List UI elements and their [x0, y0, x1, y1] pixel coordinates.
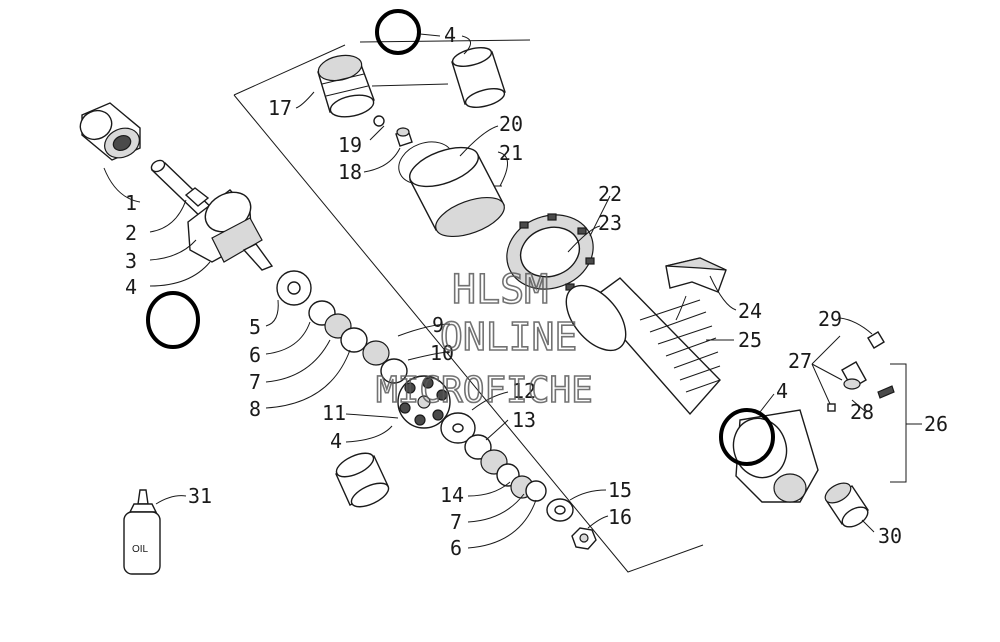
callout-21: 21 [499, 141, 523, 165]
lower-eye-assembly [719, 331, 922, 528]
callout-6-lower: 6 [450, 536, 462, 560]
part-band-4-top [451, 46, 506, 109]
callout-4-top: 4 [444, 23, 456, 47]
part-o-ring-28 [877, 385, 895, 399]
callout-7-upper: 7 [249, 370, 261, 394]
callout-12: 12 [512, 379, 536, 403]
callout-4-left: 4 [125, 275, 137, 299]
callout-29: 29 [818, 307, 842, 331]
part-valve-18 [395, 127, 413, 147]
callout-1: 1 [125, 191, 137, 215]
bracket-26 [890, 363, 907, 483]
callout-labels: 1 2 3 4 5 6 7 8 9 10 11 4 12 13 14 7 6 1… [125, 23, 948, 560]
callout-14: 14 [440, 483, 464, 507]
part-oil-bottle-31: OIL [123, 489, 161, 575]
callout-26: 26 [924, 412, 948, 436]
callout-6-upper: 6 [249, 343, 261, 367]
watermark-line-2: ONLINE [440, 315, 577, 359]
callout-23: 23 [598, 211, 622, 235]
callout-2: 2 [125, 221, 137, 245]
callout-24: 24 [738, 299, 762, 323]
part-washer-12 [440, 412, 476, 444]
part-nut-16 [571, 527, 597, 550]
watermark-line-3: MICROFICHE [376, 370, 593, 411]
shim-group-lower [464, 434, 547, 502]
callout-5: 5 [249, 315, 261, 339]
leader-lines [103, 33, 875, 549]
callout-4-right: 4 [776, 379, 788, 403]
callout-25: 25 [738, 328, 762, 352]
callout-27: 27 [788, 349, 812, 373]
reservoir-cap-assembly [317, 9, 506, 238]
watermark: HLSM ONLINE MICROFICHE [375, 266, 593, 412]
callout-30: 30 [878, 524, 902, 548]
callout-7-lower: 7 [450, 510, 462, 534]
watermark-line-1: HLSM [452, 267, 548, 313]
oil-label: OIL [132, 544, 149, 555]
part-eye-3 [187, 189, 274, 271]
part-piston-11 [397, 375, 451, 429]
callout-28: 28 [850, 400, 874, 424]
callout-15: 15 [608, 478, 632, 502]
callout-4-mid: 4 [330, 429, 342, 453]
callout-17: 17 [268, 96, 292, 120]
callout-13: 13 [512, 408, 536, 432]
callout-8: 8 [249, 397, 261, 421]
part-cover-24 [665, 257, 727, 293]
shaft-assembly [79, 102, 274, 349]
callout-16: 16 [608, 505, 632, 529]
part-o-ring-4-top [375, 9, 421, 55]
part-valve-27 [841, 361, 867, 390]
callout-31: 31 [188, 484, 212, 508]
callout-10: 10 [430, 341, 454, 365]
shim-group-upper [308, 300, 408, 384]
callout-22: 22 [598, 182, 622, 206]
assembly-enclosure [233, 39, 704, 573]
part-ball [827, 403, 836, 412]
part-adjuster-ring-22 [506, 213, 595, 291]
part-o-ring-19 [373, 115, 385, 127]
callout-9: 9 [432, 313, 444, 337]
part-o-ring-4-lower [719, 408, 775, 466]
part-screw-29 [867, 331, 885, 349]
part-o-ring-4 [146, 291, 200, 349]
callout-11: 11 [322, 401, 346, 425]
part-washer-5 [276, 270, 312, 306]
callout-20: 20 [499, 112, 523, 136]
part-cap-17 [317, 54, 375, 118]
part-band-4-lower [335, 452, 390, 508]
callout-19: 19 [338, 133, 362, 157]
callout-3: 3 [125, 249, 137, 273]
part-bushing-30 [824, 482, 870, 528]
part-body-25 [565, 277, 721, 416]
callout-18: 18 [338, 160, 362, 184]
part-piston-20-21 [398, 141, 505, 238]
part-bumper-1 [79, 102, 141, 161]
part-washer-15 [546, 498, 574, 522]
piston-stack [276, 270, 597, 550]
body-assembly [506, 213, 727, 416]
